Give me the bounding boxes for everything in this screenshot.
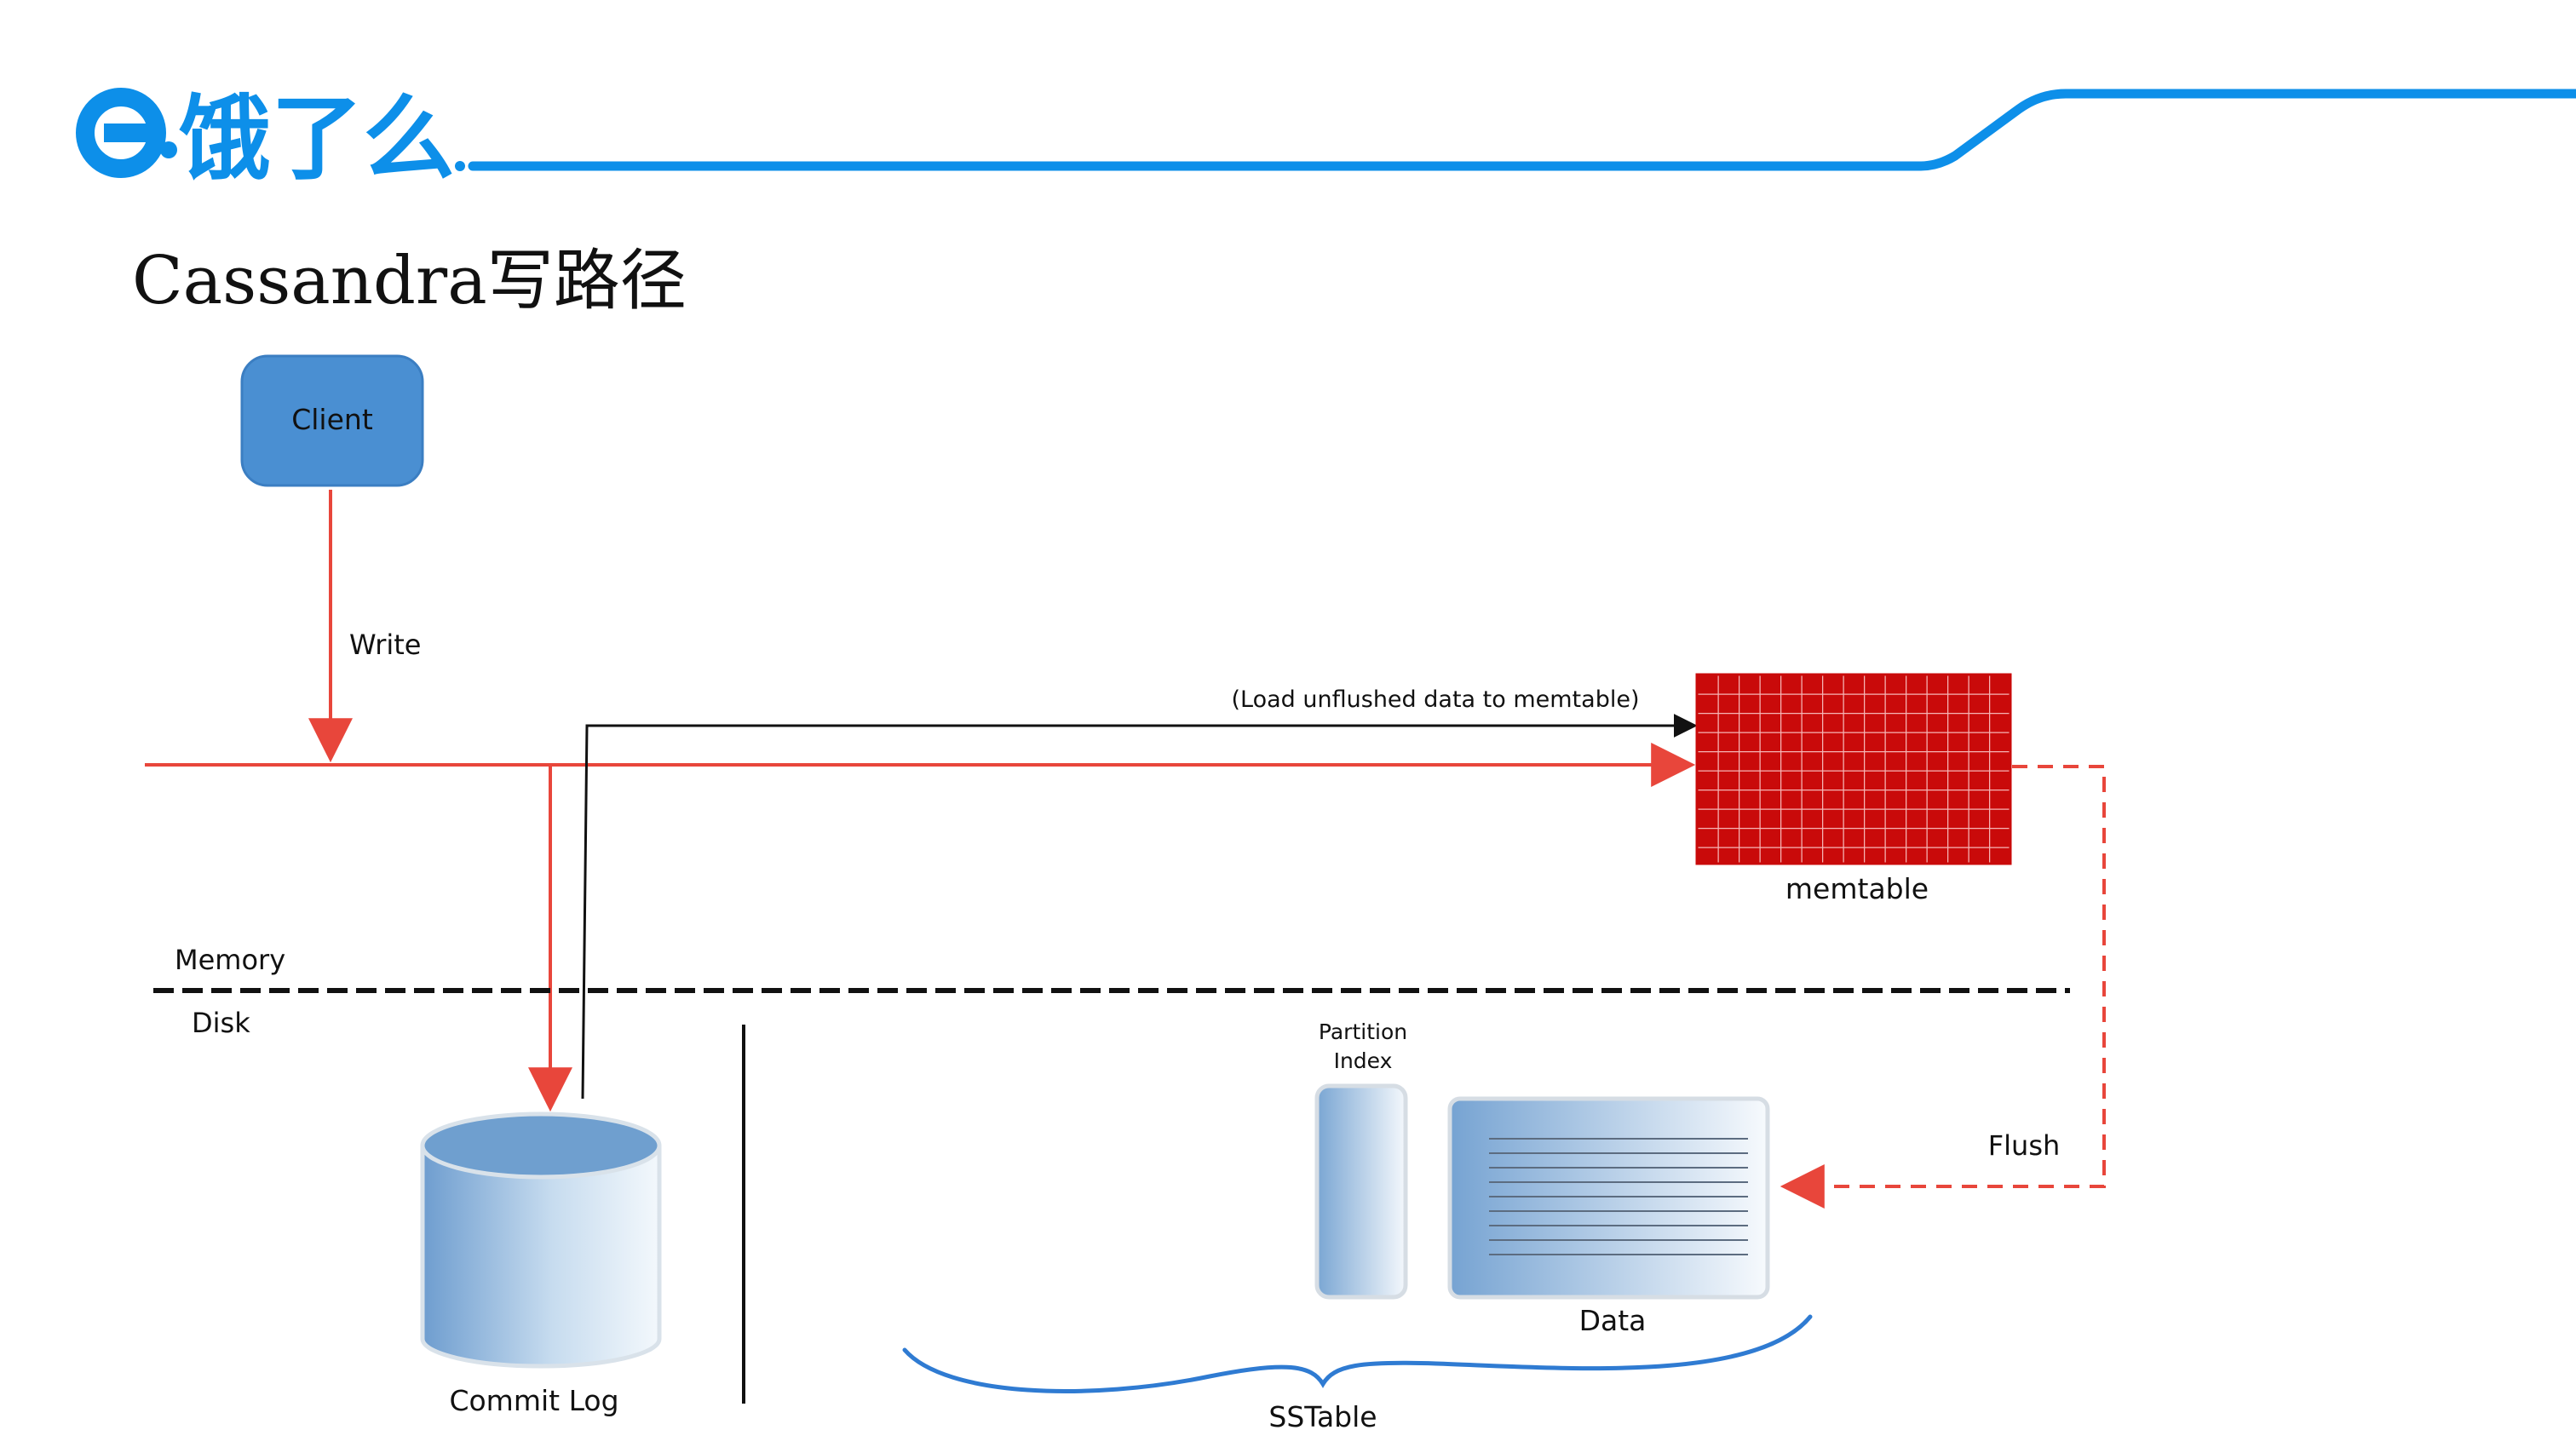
flush-arrow xyxy=(1780,765,2106,1209)
flush-label: Flush xyxy=(1988,1129,2061,1162)
memtable-label: memtable xyxy=(1785,872,1929,905)
logo-dot xyxy=(455,161,465,171)
data-block xyxy=(1447,1096,1770,1300)
load-unflushed-arrow xyxy=(581,714,1698,1100)
header-logo: 饿了么 xyxy=(76,86,465,192)
data-label: Data xyxy=(1579,1304,1647,1337)
commit-log-cylinder xyxy=(420,1111,662,1369)
partition-index-label-line2: Index xyxy=(1334,1048,1393,1073)
memory-label: Memory xyxy=(175,944,285,976)
sstable-brace xyxy=(902,1314,1813,1393)
partition-index-block xyxy=(1314,1083,1408,1300)
client-label: Client xyxy=(291,403,373,436)
memtable-grid xyxy=(1695,673,2012,865)
sstable-label: SSTable xyxy=(1268,1400,1377,1433)
commit-log-label: Commit Log xyxy=(449,1384,618,1417)
partition-index-label-line1: Partition xyxy=(1319,1019,1407,1044)
write-label: Write xyxy=(349,629,421,661)
header-swoosh xyxy=(468,89,2576,171)
logo-icon xyxy=(76,88,177,178)
logo-text: 饿了么 xyxy=(179,86,455,192)
page-title: Cassandra写路径 xyxy=(132,243,687,319)
disk-label: Disk xyxy=(192,1007,250,1039)
load-unflushed-label: (Load unflushed data to memtable) xyxy=(1232,686,1640,713)
client-box xyxy=(240,354,424,487)
